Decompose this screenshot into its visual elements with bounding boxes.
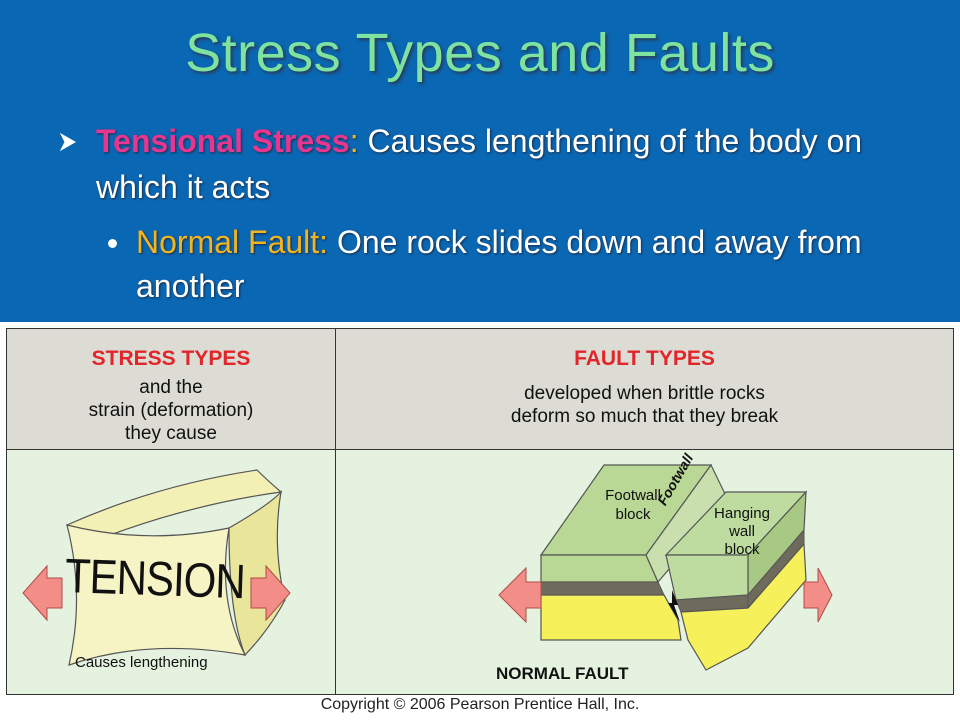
stress-types-line3: they cause: [125, 423, 217, 444]
bullet2-text: One rock slides down and away from anoth…: [136, 224, 862, 304]
left-arrow-icon: [22, 564, 63, 622]
copyright-text: Copyright © 2006 Pearson Prentice Hall, …: [320, 696, 640, 713]
normal-fault-caption: NORMAL FAULT: [496, 664, 629, 683]
fault-types-title: FAULT TYPES: [574, 347, 715, 370]
term-colon: :: [349, 123, 359, 159]
normal-fault-panel: Footwall block Footwall Hanging wall blo…: [335, 449, 954, 695]
normal-fault-illustration: [498, 463, 833, 671]
term-normal-fault: Normal Fault:: [136, 224, 329, 260]
arrow-bullet-icon: [59, 132, 77, 152]
stress-types-line1: and the: [139, 377, 203, 398]
right-arrow-icon: [803, 567, 833, 623]
stress-types-line2: strain (deformation): [88, 400, 254, 421]
slip-arrow-icon: [668, 590, 680, 622]
stress-types-header: STRESS TYPES and the strain (deformation…: [6, 328, 336, 450]
slide-header-area: Stress Types and Faults Tensional Stress…: [0, 0, 960, 322]
tension-panel: TENSION Causes lengthening: [6, 449, 336, 695]
footwall-block-label: Footwall block: [605, 487, 661, 523]
stress-fault-figure: STRESS TYPES and the strain (deformation…: [0, 322, 960, 720]
dot-bullet-icon: [108, 239, 117, 248]
stress-types-title: STRESS TYPES: [91, 347, 251, 370]
fault-types-header: FAULT TYPES developed when brittle rocks…: [335, 328, 954, 450]
left-arrow-icon: [498, 566, 542, 624]
slide-title: Stress Types and Faults: [185, 23, 775, 83]
right-arrow-icon: [250, 564, 291, 622]
fault-types-line2: deform so much that they break: [510, 406, 779, 427]
term-tensional-stress: Tensional Stress: [96, 123, 350, 159]
tension-label: TENSION: [64, 548, 246, 609]
fault-types-line1: developed when brittle rocks: [524, 383, 765, 404]
tension-caption: Causes lengthening: [75, 654, 208, 671]
tension-block-illustration: [22, 469, 291, 666]
bullet1-text: Causes lengthening of the body on which …: [96, 123, 863, 205]
hanging-wall-label: Hanging wall block: [714, 505, 770, 558]
